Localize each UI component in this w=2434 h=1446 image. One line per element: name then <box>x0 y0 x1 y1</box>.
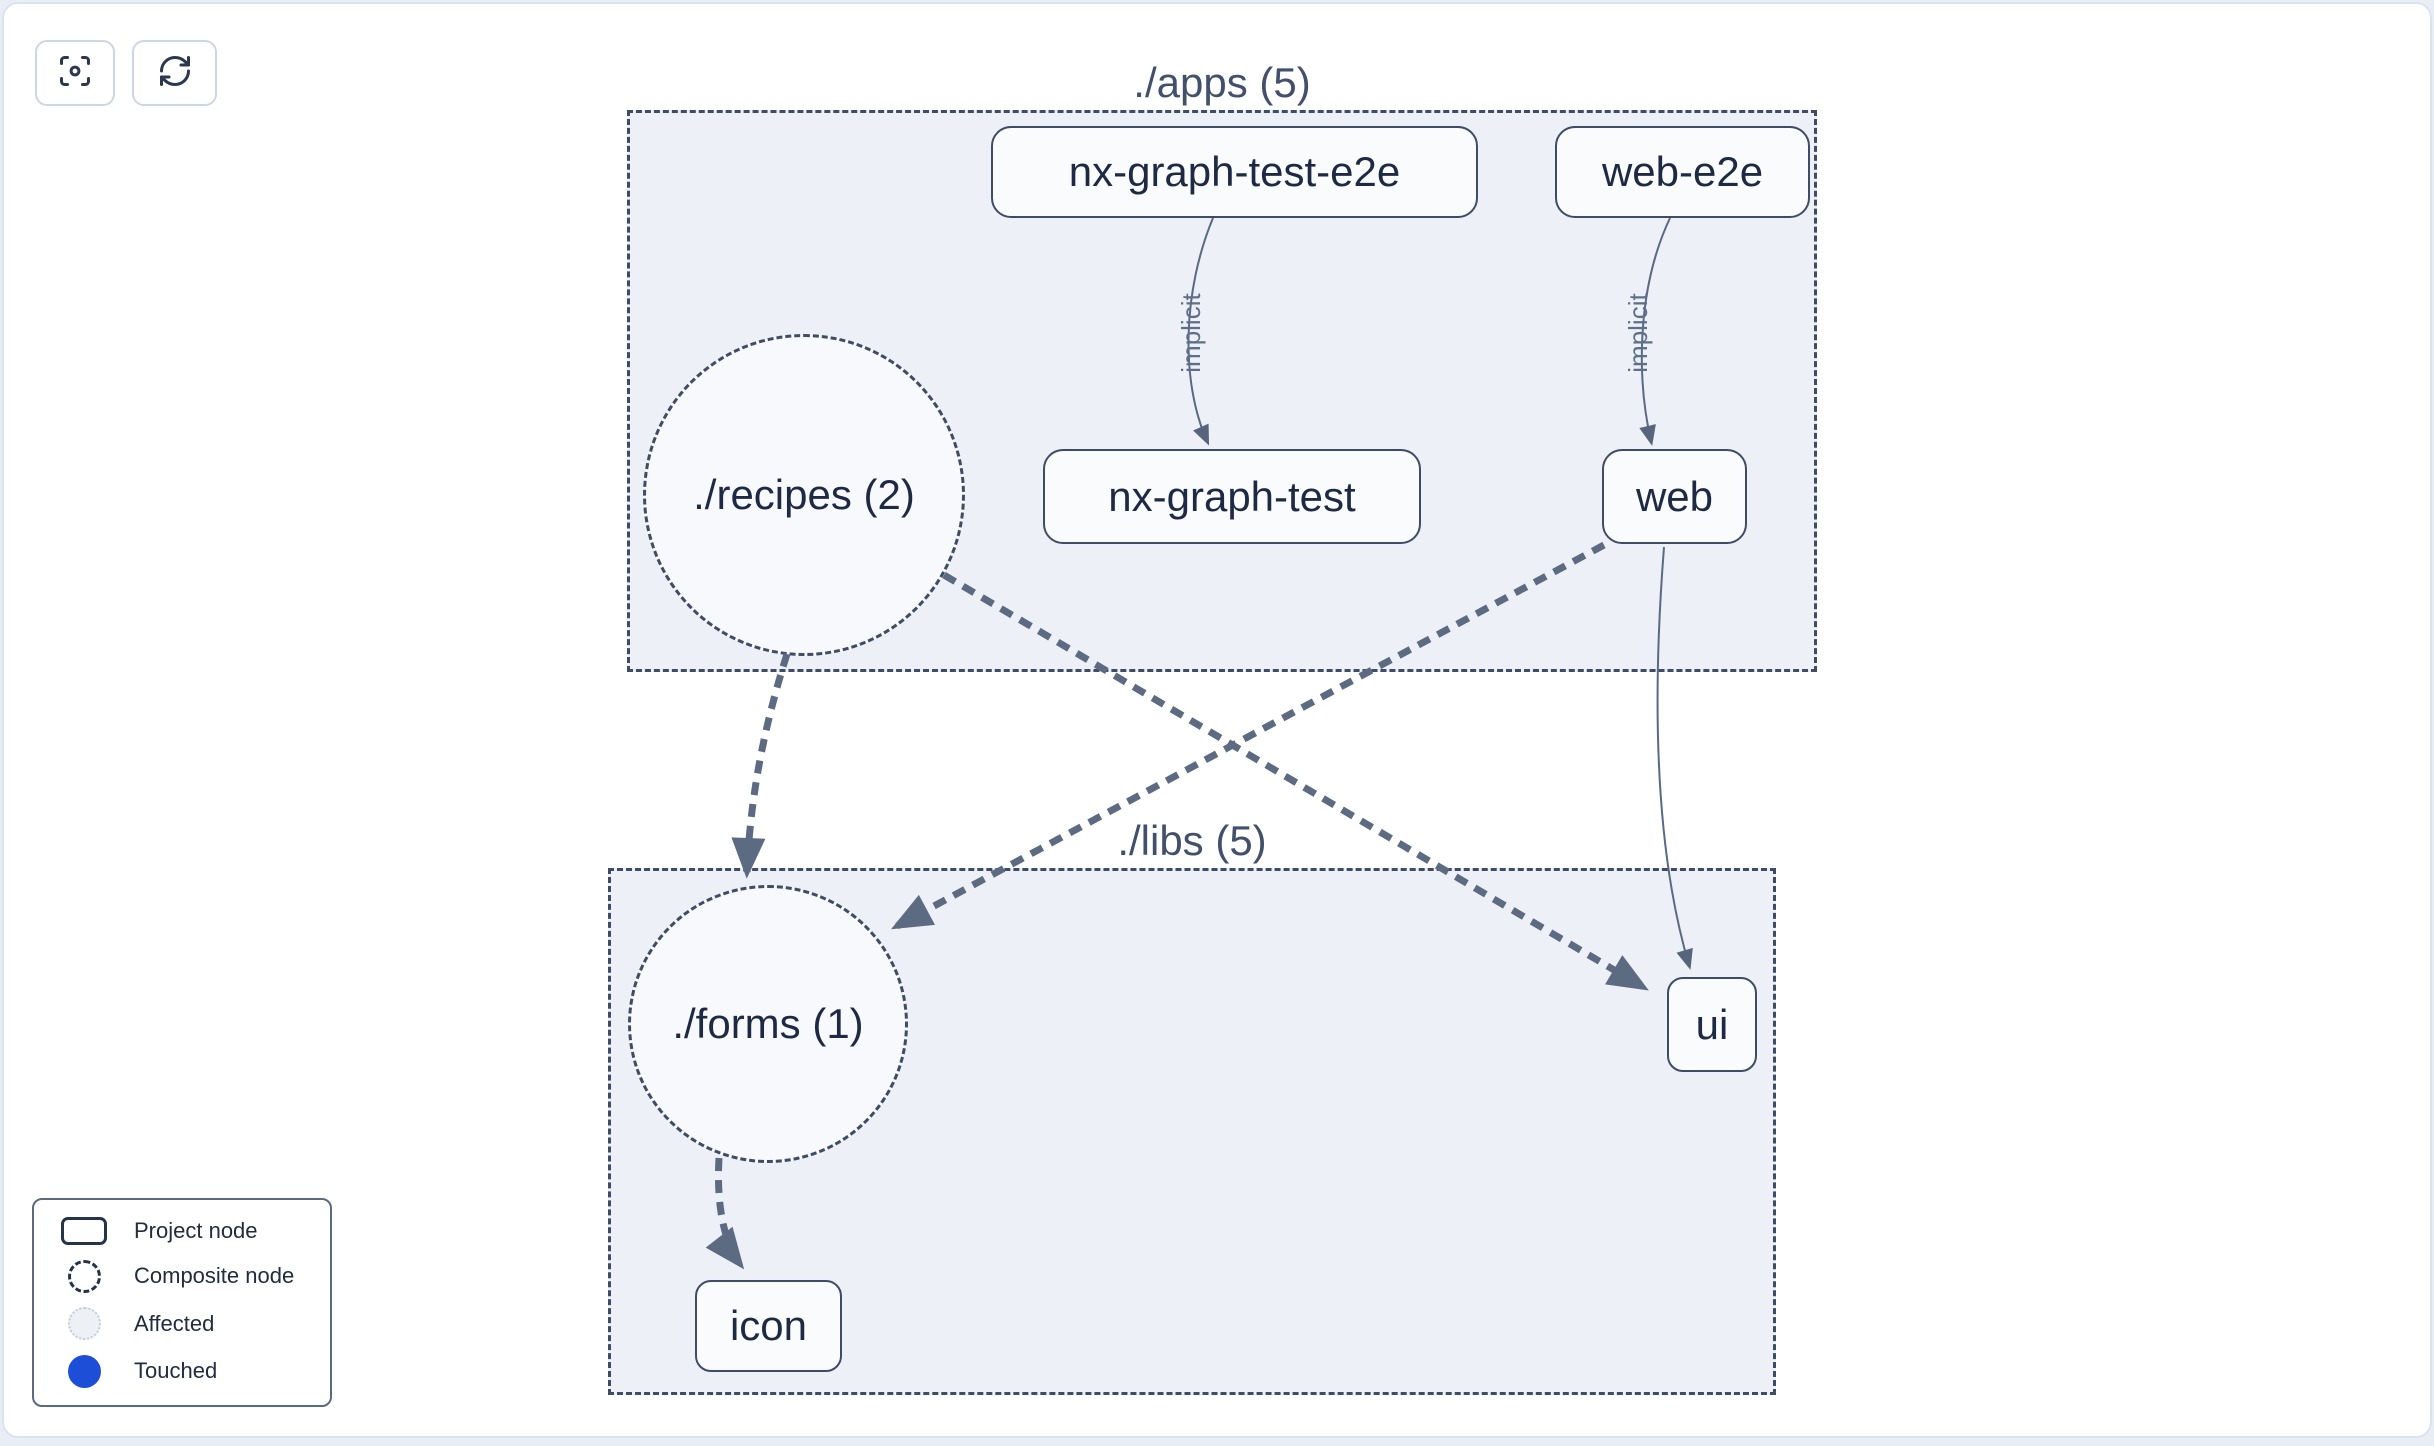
legend-label-touched: Touched <box>134 1358 218 1384</box>
edge-label-implicit-2: implicit <box>1623 293 1653 373</box>
composite-node-forms[interactable]: ./forms (1) <box>628 885 908 1163</box>
legend: Project node Composite node Affected Tou… <box>32 1198 332 1407</box>
legend-label-project-node: Project node <box>134 1218 258 1244</box>
legend-item-composite-node: Composite node <box>34 1259 330 1293</box>
toolbar <box>35 40 217 106</box>
project-node-icon-label: icon <box>729 1302 808 1349</box>
project-node-nx-graph-test-label: nx-graph-test <box>1108 472 1356 520</box>
legend-label-affected: Affected <box>134 1310 215 1336</box>
composite-node-forms-label: ./forms (1) <box>672 1000 864 1047</box>
project-node-nx-graph-test[interactable]: nx-graph-test <box>1043 449 1421 544</box>
project-node-ui-label: ui <box>1695 1000 1729 1048</box>
project-node-web-label: web <box>1635 472 1714 520</box>
edge-label-implicit-1: implicit <box>1176 293 1206 373</box>
refresh-icon <box>157 53 193 94</box>
project-node-glyph <box>61 1217 107 1246</box>
focus-button[interactable] <box>35 40 115 106</box>
project-node-web-e2e-label: web-e2e <box>1601 148 1764 195</box>
project-node-icon[interactable]: icon <box>695 1280 842 1372</box>
composite-node-recipes-label: ./recipes (2) <box>693 471 915 518</box>
project-node-web-e2e[interactable]: web-e2e <box>1555 126 1810 218</box>
group-apps-label: ./apps (5) <box>1133 59 1311 106</box>
project-node-nx-graph-test-e2e-label: nx-graph-test-e2e <box>1068 148 1401 195</box>
composite-node-recipes[interactable]: ./recipes (2) <box>643 334 965 656</box>
legend-item-touched: Touched <box>34 1354 330 1388</box>
affected-glyph <box>67 1307 101 1341</box>
composite-node-glyph <box>67 1259 101 1293</box>
legend-item-project-node: Project node <box>34 1217 330 1246</box>
refresh-button[interactable] <box>132 40 217 106</box>
project-node-web[interactable]: web <box>1602 449 1747 544</box>
group-libs-label: ./libs (5) <box>1117 817 1267 864</box>
project-node-nx-graph-test-e2e[interactable]: nx-graph-test-e2e <box>991 126 1478 218</box>
project-node-ui[interactable]: ui <box>1667 977 1757 1072</box>
focus-icon <box>57 53 93 94</box>
legend-item-affected: Affected <box>34 1307 330 1341</box>
legend-label-composite-node: Composite node <box>134 1263 295 1289</box>
touched-glyph <box>67 1354 101 1388</box>
